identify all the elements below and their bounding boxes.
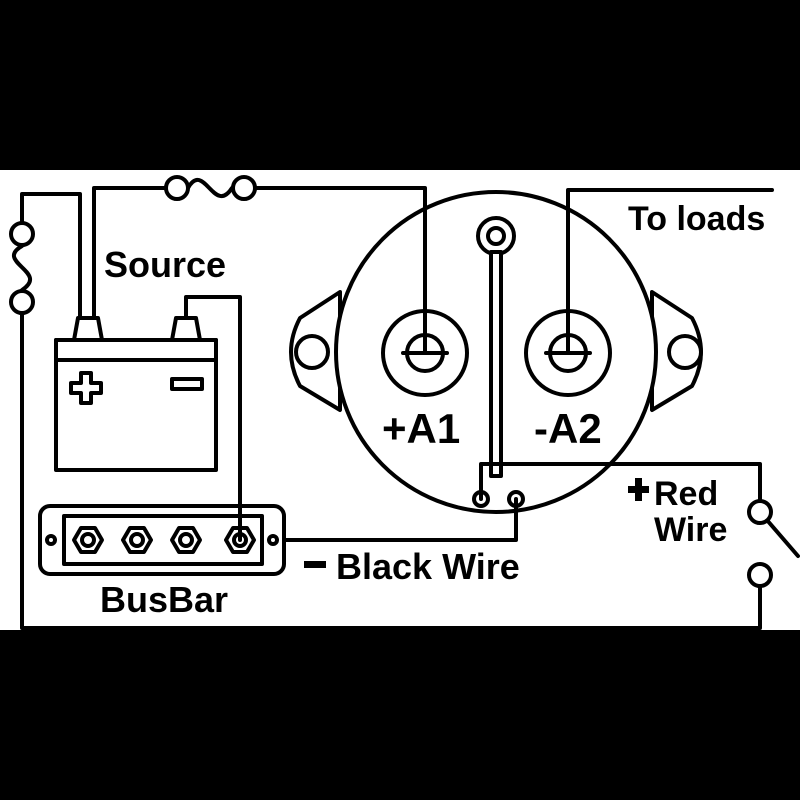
black-wire <box>282 497 518 542</box>
battery-negative-post <box>170 316 202 342</box>
to-loads-wire <box>566 188 774 355</box>
a1-label: +A1 <box>382 405 461 452</box>
red-wire <box>479 462 762 502</box>
black-wire-label: Black Wire <box>336 546 520 587</box>
terminal-rod <box>489 250 503 478</box>
top-fuse-left-end <box>164 175 190 201</box>
black-wire-minus-sign <box>304 561 326 568</box>
left-return-wire <box>20 312 762 630</box>
battery <box>54 316 218 472</box>
top-fuse-right-end <box>231 175 257 201</box>
switch-top-contact <box>747 499 773 525</box>
battery-positive-post <box>72 316 104 342</box>
top-fuse-element <box>186 178 234 198</box>
negative-source-wire <box>184 295 242 542</box>
left-fuse <box>9 221 35 315</box>
to-loads-label: To loads <box>628 200 766 238</box>
busbar-studs <box>72 526 256 554</box>
control-terminal-top-inner <box>486 226 506 246</box>
busbar <box>38 504 286 576</box>
a2-label: -A2 <box>534 405 602 452</box>
positive-source-wire <box>92 186 168 320</box>
busbar-stud-hole <box>80 532 96 548</box>
source-label: Source <box>104 244 227 285</box>
fuse-to-a1-wire <box>254 186 427 355</box>
battery-plus-sign <box>69 371 103 405</box>
solenoid-right-mount-hole <box>667 334 703 370</box>
control-switch <box>747 499 800 588</box>
busbar-label: BusBar <box>100 579 229 620</box>
busbar-right-hole <box>267 534 279 546</box>
busbar-left-hole <box>45 534 57 546</box>
top-fuse <box>164 175 257 201</box>
left-fuse-element <box>12 244 32 292</box>
battery-lid <box>54 338 218 362</box>
switch-bottom-contact <box>747 562 773 588</box>
busbar-stud-hole <box>178 532 194 548</box>
solenoid-left-mount-hole <box>294 334 330 370</box>
solenoid <box>289 190 703 514</box>
battery-minus-sign <box>170 377 204 391</box>
busbar-stud-hole <box>129 532 145 548</box>
red-wire-plus-sign <box>628 478 649 501</box>
wires <box>20 186 774 630</box>
control-supply-wire <box>20 192 82 320</box>
left-fuse-top-end <box>9 221 35 247</box>
left-fuse-bottom-end <box>9 289 35 315</box>
red-wire-label: Red Wire <box>654 475 728 550</box>
